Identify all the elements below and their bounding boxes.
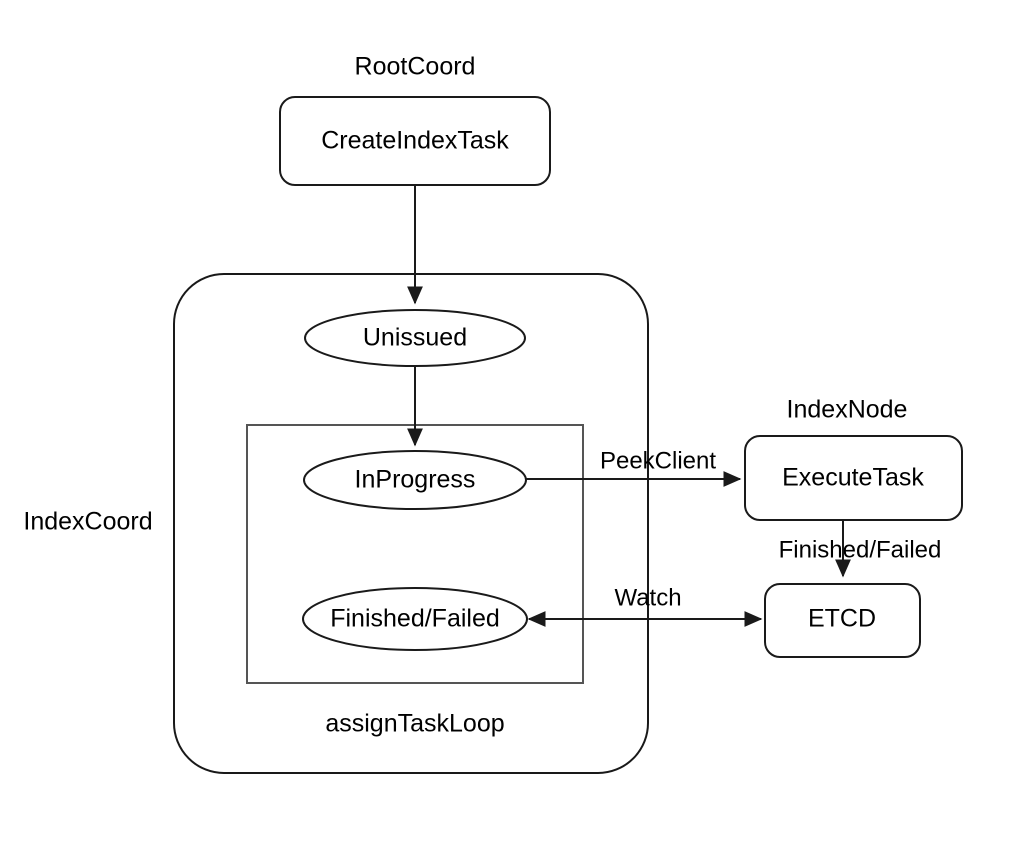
execute-task-label: ExecuteTask — [782, 464, 924, 492]
create-index-task-label: CreateIndexTask — [321, 127, 509, 155]
etcd-label: ETCD — [808, 605, 876, 633]
node-execute-task[interactable]: ExecuteTask — [744, 435, 963, 521]
edge-label-finished-failed: Finished/Failed — [779, 536, 942, 563]
in-progress-label: InProgress — [355, 466, 476, 494]
group-label-indexnode: IndexNode — [787, 396, 908, 424]
node-unissued[interactable]: Unissued — [304, 309, 526, 367]
edge-label-peekclient: PeekClient — [600, 447, 716, 474]
group-container-indexcoord — [173, 273, 649, 774]
edge-inprogress-to-executetask: PeekClient — [526, 447, 742, 487]
finished-failed-ellipse[interactable] — [302, 587, 528, 651]
etcd-box[interactable] — [764, 583, 921, 658]
edge-executetask-to-etcd: Finished/Failed — [779, 521, 942, 578]
group-label-rootcoord: RootCoord — [355, 53, 476, 81]
group-label-indexcoord: IndexCoord — [23, 508, 152, 536]
edge-etcd-to-finishedfailed: Watch — [527, 584, 763, 627]
node-etcd[interactable]: ETCD — [764, 583, 921, 658]
node-in-progress[interactable]: InProgress — [303, 450, 527, 510]
group-label-assigntaskloop: assignTaskLoop — [325, 710, 504, 738]
edge-label-watch: Watch — [614, 584, 681, 611]
unissued-label: Unissued — [363, 324, 467, 352]
create-index-task-box[interactable] — [279, 96, 551, 186]
node-finished-failed[interactable]: Finished/Failed — [302, 587, 528, 651]
execute-task-box[interactable] — [744, 435, 963, 521]
node-create-index-task[interactable]: CreateIndexTask — [279, 96, 551, 186]
finished-failed-label: Finished/Failed — [330, 605, 500, 633]
